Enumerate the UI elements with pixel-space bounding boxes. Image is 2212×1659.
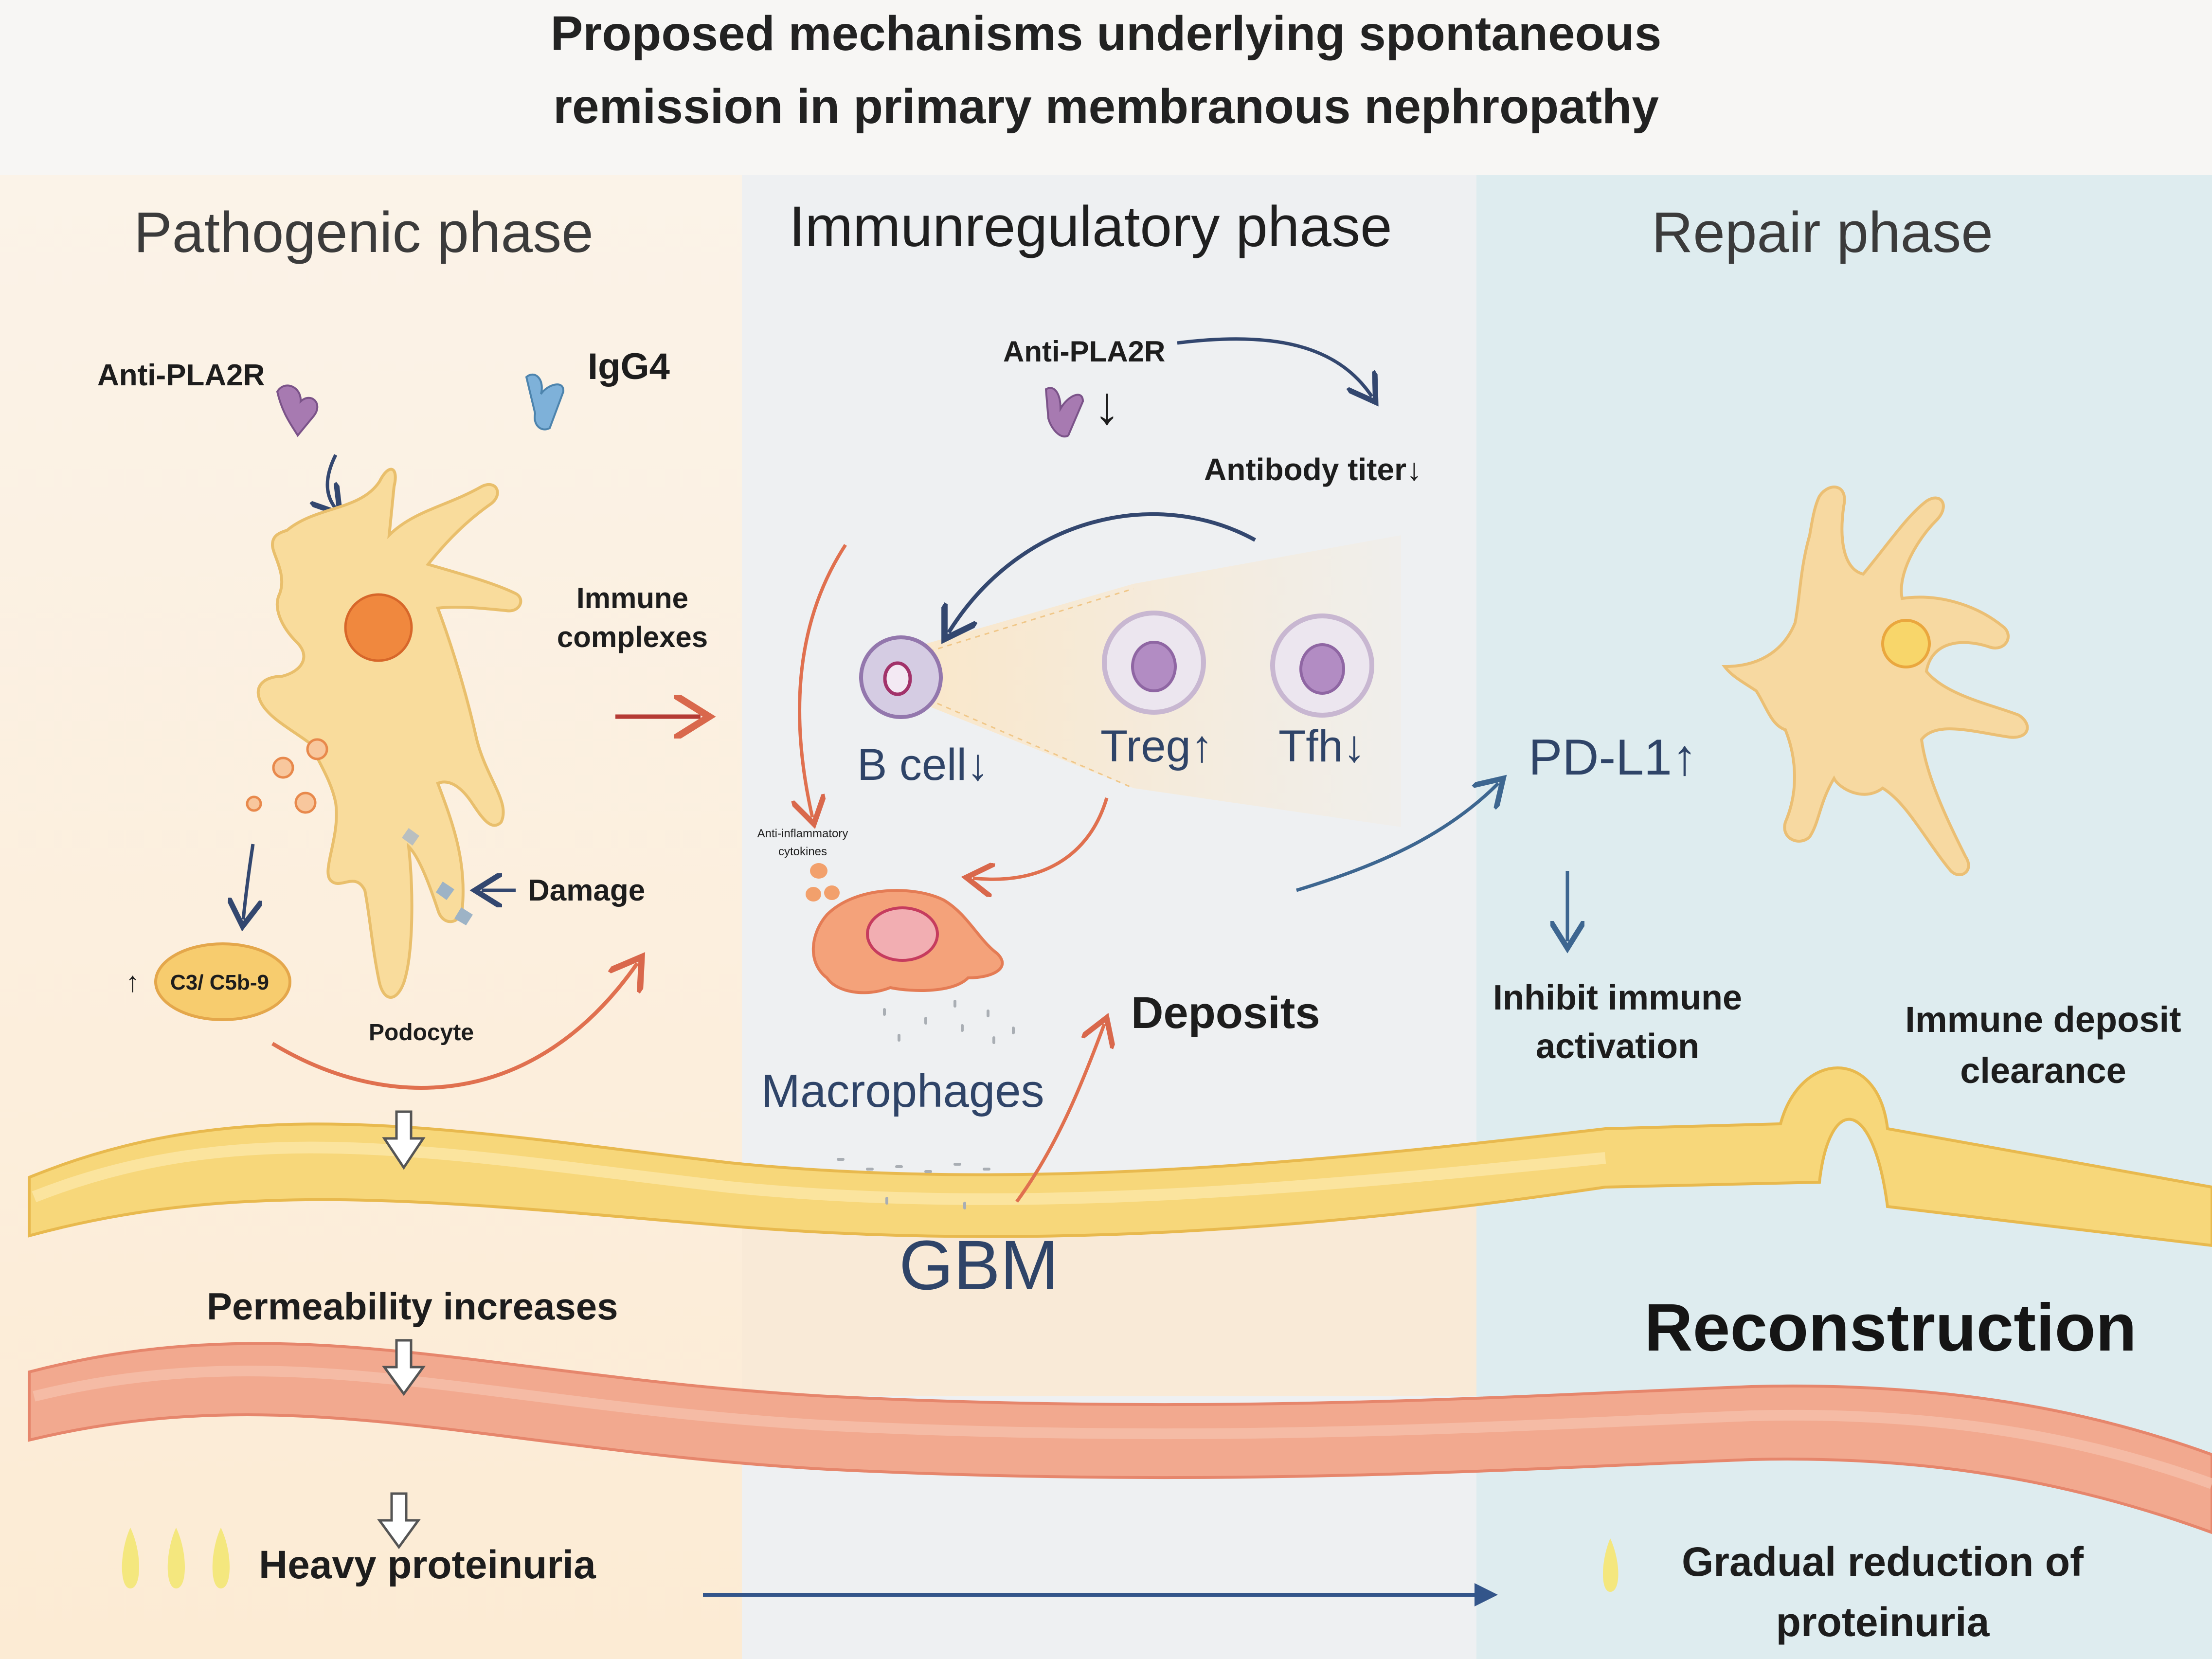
capillary-highlight [33,1366,2212,1489]
damage-fragment [402,828,419,846]
label-c3-arrow: ↑ [126,966,140,998]
label-immune-complexes-2: complexes [557,621,708,653]
label-treg: Treg↑ [1100,721,1213,771]
label-gradual-reduction-2: proteinuria [1776,1599,1990,1645]
label-antibody-titer: Antibody titer↓ [1204,452,1422,487]
tfh-nucleus [1299,643,1345,695]
antibody-titer-arrow [1177,337,1372,397]
protein-drop-icon [167,1528,185,1588]
feedback-curve-arrow [271,963,637,1090]
igg4-antibody-icon [525,374,565,431]
released-particle [306,738,328,760]
label-cytokines-1: Anti-inflammatory [757,827,848,840]
title-line-1: Proposed mechanisms underlying spontaneo… [550,6,1662,61]
label-cytokines-2: cytokines [778,845,827,858]
title-band [0,0,2212,175]
down-arrow-2 [382,1339,426,1396]
title-line-2: remission in primary membranous nephropa… [553,79,1659,134]
label-anti-pla2r: Anti-PLA2R [97,359,265,392]
repaired-podocyte-nucleus [1881,619,1931,668]
down-arrow-1 [382,1110,426,1170]
gbm-to-deposits-arrow [1015,1024,1104,1203]
anti-pla2r-antibody-icon-2 [1044,387,1084,438]
protein-drop-icon-small [1603,1538,1619,1592]
protein-drop-icon [212,1528,230,1588]
phase-title-pathogenic: Pathogenic phase [134,200,593,265]
b-cell-nucleus [883,661,912,696]
label-gbm: GBM [899,1226,1059,1304]
label-podocyte: Podocyte [369,1020,474,1046]
released-particle [272,757,294,779]
gbm-highlight [32,1141,1606,1205]
label-anti-pla2r-2: Anti-PLA2R [1003,335,1166,368]
bcell-to-macrophage-arrow [800,544,847,817]
antibody-to-podocyte-arrow [327,454,336,508]
label-gradual-reduction-1: Gradual reduction of [1681,1539,2084,1585]
label-c3-c5b9: C3/ C5b-9 [170,971,269,994]
gbm-band [28,1066,2212,1247]
treg-to-macrophage-arrow [973,797,1109,879]
label-deposit-clearance-1: Immune deposit [1905,999,2181,1040]
label-damage: Damage [528,874,646,907]
podocyte-nucleus [344,593,413,662]
released-particle [294,792,317,814]
label-immune-complexes-1: Immune [576,582,689,614]
c3-c5b9-blob [154,942,291,1021]
titer-to-bcell-arrow [949,512,1256,632]
label-anti-pla2r-down: ↓ [1094,376,1120,435]
label-heavy-proteinuria: Heavy proteinuria [259,1543,596,1587]
down-arrow-3 [377,1492,421,1550]
label-deposits: Deposits [1131,988,1320,1038]
damage-fragment [454,907,473,925]
repaired-podocyte-cell [1721,486,2029,877]
anti-pla2r-antibody-icon [276,384,319,437]
cytokine-dot [824,885,840,900]
treg-nucleus [1131,641,1177,692]
label-reconstruction: Reconstruction [1644,1290,2137,1365]
macrophage-debris [837,1000,1015,1209]
phase-title-immunoregulatory: Immunregulatory phase [789,195,1392,259]
released-particle [246,795,262,812]
label-inhibit-immune-2: activation [1535,1027,1700,1066]
protein-drop-icon [122,1528,139,1588]
label-pd-l1: PD-L1↑ [1529,729,1697,786]
phase-title-repair: Repair phase [1652,200,1993,265]
label-igg4: IgG4 [588,346,670,387]
podocyte-cell [256,468,522,999]
label-b-cell: B cell↓ [857,740,989,790]
complement-arrow [243,844,253,920]
cytokine-dot [806,887,821,902]
to-pdl1-arrow [1295,783,1498,892]
label-inhibit-immune-1: Inhibit immune [1493,978,1742,1017]
label-permeability-increases: Permeability increases [207,1285,618,1328]
label-tfh: Tfh↓ [1278,721,1366,771]
cytokine-dot [810,863,827,879]
macrophage-nucleus [866,906,939,962]
beam-edge [919,588,1134,655]
damage-fragment [436,882,454,900]
label-deposit-clearance-2: clearance [1960,1050,2126,1091]
label-macrophages: Macrophages [761,1065,1044,1117]
